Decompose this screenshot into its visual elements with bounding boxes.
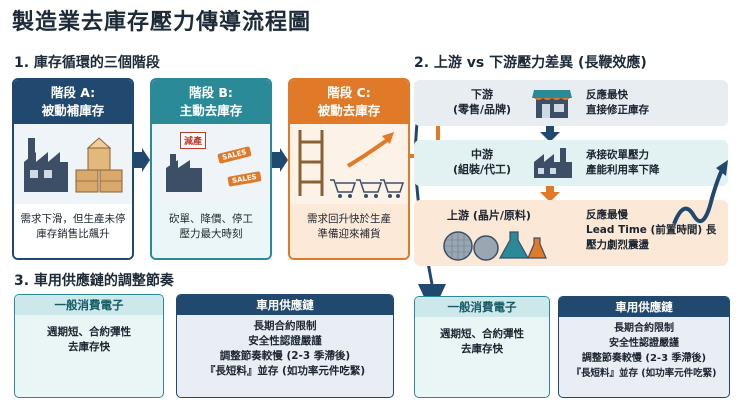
- consumer-electronics-card: 一般消費電子 週期短、合約彈性 去庫存快: [14, 294, 164, 398]
- factory-icon: [24, 137, 123, 193]
- stage-a-description: 需求下滑，但生產未停 庫存銷售比飆升: [14, 204, 132, 258]
- automotive-supply-card: 車用供應鏈 長期合約限制 安全性認證嚴謹 調整節奏較慢 (2-3 季滯後) 『長…: [176, 294, 394, 398]
- factory-boxes-illustration: [14, 124, 132, 204]
- shelf-carts-illustration: [290, 124, 408, 204]
- stage-a-header: 階段 A: 被動補庫存: [14, 80, 132, 124]
- stage-c-card: 階段 C: 被動去庫存 需求回升快於生產 準備迎來補貨: [288, 78, 410, 260]
- reduce-production-tag: 減產: [180, 132, 207, 149]
- section1-title: 1. 庫存循環的三個階段: [14, 55, 160, 71]
- arrow-down-icon: [540, 186, 560, 202]
- stage-b-header: 階段 B: 主動去庫存: [152, 80, 270, 124]
- section2-title: 2. 上游 vs 下游壓力差異 (長鞭效應): [414, 55, 647, 71]
- midstream-row: 中游 (組裝/代工) 承接砍單壓力 產能利用率下降: [414, 140, 728, 186]
- section3-title: 3. 車用供應鏈的調整節奏: [14, 273, 174, 289]
- shelf-cart-icon: [298, 130, 405, 198]
- oscillation-arrow-icon: [672, 160, 728, 225]
- stage-c-header: 階段 C: 被動去庫存: [290, 80, 408, 124]
- page-title: 製造業去庫存壓力傳導流程圖: [12, 10, 312, 35]
- stage-c-description: 需求回升快於生產 準備迎來補貨: [290, 204, 408, 258]
- arrow-down-icon: [540, 126, 560, 142]
- stage-a-card: 階段 A: 被動補庫存 需求下滑，但生產未停 庫存銷售比飆升: [12, 78, 134, 260]
- stage-b-card: 階段 B: 主動去庫存 減產 SALES SALES 砍單、降價、停工 壓力最大…: [150, 78, 272, 260]
- stage-b-description: 砍單、降價、停工 壓力最大時刻: [152, 204, 270, 258]
- arrow-right-icon: [134, 148, 150, 172]
- downstream-row: 下游 (零售/品牌) 反應最快 直接修正庫存: [414, 80, 728, 126]
- wafer-flask-icon: [443, 231, 547, 261]
- factory-icon: [534, 148, 572, 178]
- upstream-row: 上游 (晶片/原料) 反應最慢 Lead Time (前置時間) 長 壓力劇烈震…: [414, 200, 728, 266]
- arrow-right-icon: [272, 148, 288, 172]
- automotive-supply-card-right: 車用供應鏈 長期合約限制 安全性認證嚴謹 調整節奏較慢 (2-3 季滯後) 『長…: [558, 296, 730, 398]
- store-icon: [532, 90, 572, 118]
- production-cut-illustration: 減產 SALES SALES: [152, 124, 270, 204]
- factory-small-icon: [166, 154, 202, 192]
- consumer-electronics-card-right: 一般消費電子 週期短、合約彈性 去庫存快: [414, 296, 550, 398]
